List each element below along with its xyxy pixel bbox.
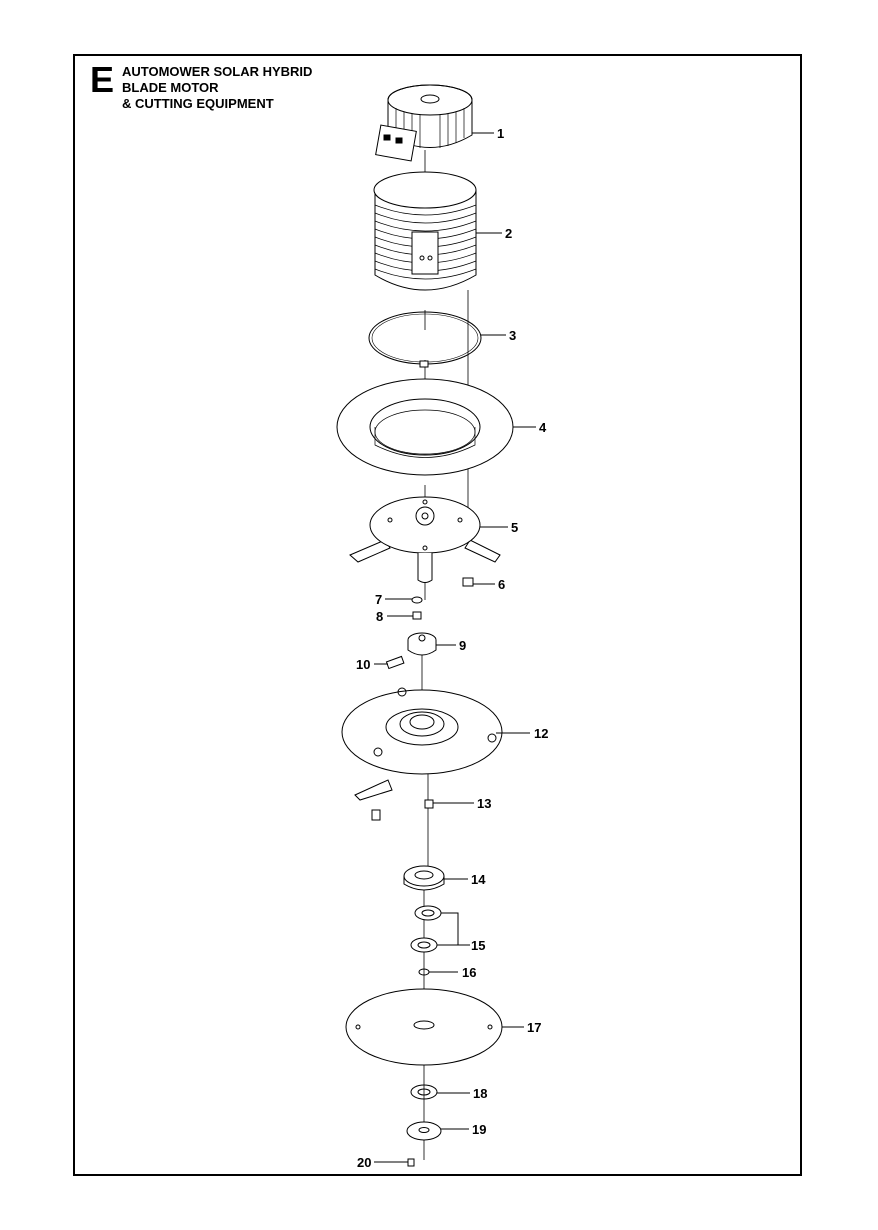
- callout-20: 20: [357, 1155, 371, 1170]
- callout-18: 18: [473, 1086, 487, 1101]
- bearing-housing-part: [403, 865, 445, 891]
- callout-leaders: [374, 132, 536, 1163]
- callout-13: 13: [477, 796, 491, 811]
- hardware-parts: [354, 577, 474, 821]
- title-line-3: & CUTTING EQUIPMENT: [122, 96, 274, 111]
- callout-5: 5: [511, 520, 518, 535]
- callout-17: 17: [527, 1020, 541, 1035]
- blade-disc-part: [341, 687, 503, 775]
- callout-7: 7: [375, 592, 382, 607]
- callout-8: 8: [376, 609, 383, 624]
- callout-4: 4: [539, 420, 547, 435]
- callout-19: 19: [472, 1122, 486, 1137]
- seal-ring-part: [368, 311, 482, 368]
- skid-plate-part: [345, 988, 503, 1066]
- callout-16: 16: [462, 965, 476, 980]
- callout-10: 10: [356, 657, 370, 672]
- motor-housing-part: [373, 171, 477, 291]
- title-line-1: AUTOMOWER SOLAR HYBRID: [122, 64, 313, 79]
- callout-15: 15: [471, 938, 485, 953]
- callout-9: 9: [459, 638, 466, 653]
- callout-1: 1: [497, 126, 504, 141]
- section-letter: E: [90, 59, 115, 100]
- blade-motor-part: [375, 84, 473, 162]
- rubber-gasket-part: [336, 378, 514, 476]
- callout-6: 6: [498, 577, 505, 592]
- title-line-2: BLADE MOTOR: [122, 80, 219, 95]
- diagram-frame: [73, 54, 802, 1176]
- callout-2: 2: [505, 226, 512, 241]
- callout-numbers: 1 2 3 4 5 6 7 8 9 10 12 13 14 15 16 17 1…: [356, 126, 548, 1170]
- callout-14: 14: [471, 872, 486, 887]
- bearing-parts: [410, 905, 442, 976]
- callout-12: 12: [534, 726, 548, 741]
- callout-3: 3: [509, 328, 516, 343]
- motor-mount-bracket-part: [349, 496, 501, 583]
